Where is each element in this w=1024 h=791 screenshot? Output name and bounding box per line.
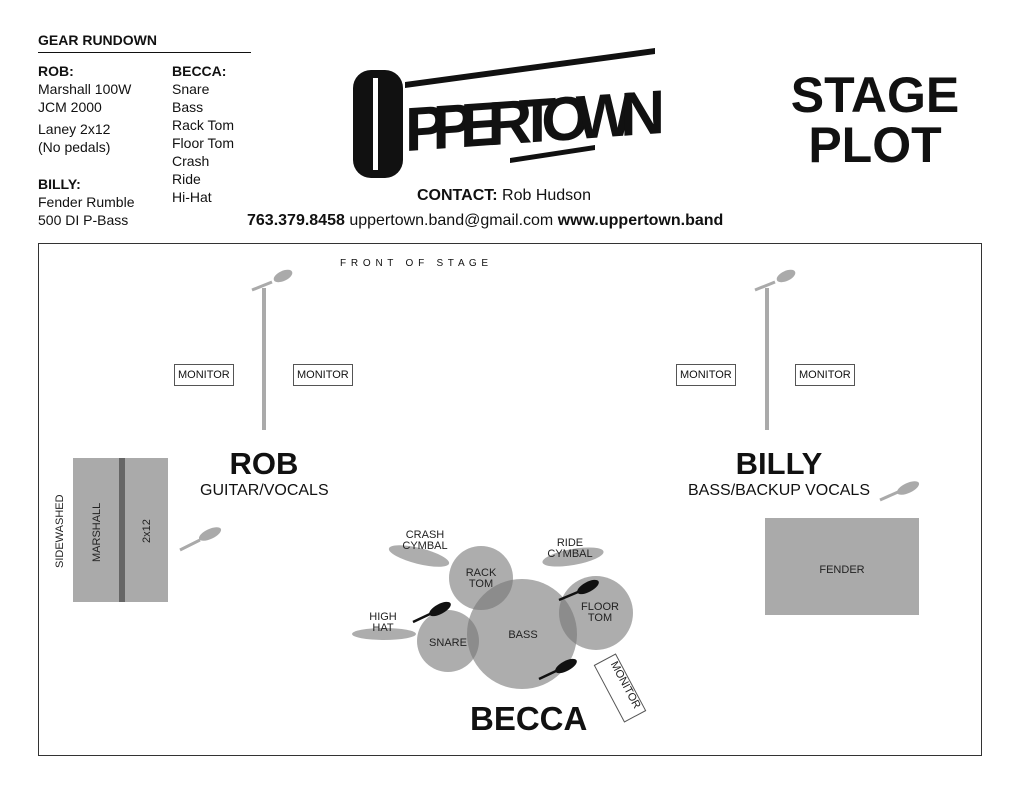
contact-website[interactable]: www.uppertown.band — [557, 212, 724, 229]
drum-kit — [352, 545, 633, 689]
amp-mic-icon — [179, 527, 222, 552]
stage-area — [38, 243, 982, 756]
billy-mic-stand-icon — [754, 269, 796, 430]
ride-cymbal — [542, 547, 604, 567]
contact-details: 763.379.8458 uppertown.band@gmail.com ww… — [247, 212, 723, 230]
rob-position: ROB GUITAR/VOCALS — [200, 446, 329, 500]
rob-monitor-right: MONITOR — [293, 364, 353, 386]
fender-amp — [765, 518, 919, 615]
rob-name: ROB — [229, 446, 299, 481]
gear-rundown-title: GEAR RUNDOWN — [38, 32, 157, 48]
contact-email[interactable]: uppertown.band@gmail.com — [349, 212, 554, 229]
gear-item: Fender Rumble — [38, 194, 135, 210]
becca-name: BECCA — [470, 700, 588, 737]
gear-rob-name: ROB: — [38, 63, 74, 79]
contact-label: CONTACT: — [417, 187, 498, 204]
gear-item: Crash — [172, 153, 210, 169]
cab-label: 2x12 — [141, 519, 153, 543]
gear-billy: BILLY: Fender Rumble 500 DI P-Bass — [38, 175, 135, 229]
hihat — [352, 628, 416, 640]
gear-item: 500 DI P-Bass — [38, 212, 129, 228]
snare — [417, 610, 479, 672]
title-line: PLOT — [808, 117, 942, 173]
stage-plot-title: STAGE PLOT — [770, 70, 980, 170]
billy-vocal-mic-icon — [879, 481, 920, 502]
marshall-label: MARSHALL — [91, 502, 103, 562]
divider — [38, 52, 251, 53]
gear-item: (No pedals) — [38, 139, 111, 155]
gear-item: Marshall 100W — [38, 81, 132, 97]
fender-label: FENDER — [819, 564, 865, 576]
billy-monitor-left: MONITOR — [676, 364, 736, 386]
gear-item: Ride — [172, 171, 201, 187]
crash-cymbal — [388, 545, 450, 567]
rob-monitor-left: MONITOR — [174, 364, 234, 386]
billy-name: BILLY — [735, 446, 823, 481]
amp-divider — [119, 458, 125, 602]
becca-monitor: MONITOR — [593, 653, 647, 723]
gear-becca-name: BECCA: — [172, 63, 227, 79]
gear-item: Snare — [172, 81, 210, 97]
rob-role: GUITAR/VOCALS — [200, 482, 329, 499]
gear-item: Rack Tom — [172, 117, 234, 133]
gear-item: JCM 2000 — [38, 99, 102, 115]
drum-mic-icon — [412, 579, 599, 681]
uppertown-logo: PPERTOWN — [353, 48, 665, 178]
gear-item: Laney 2x12 — [38, 121, 111, 137]
gear-billy-name: BILLY: — [38, 176, 81, 192]
snare-label: SNARE — [429, 637, 467, 649]
contact: CONTACT: Rob Hudson — [417, 187, 591, 205]
sidewashed-label: SIDEWASHED — [54, 494, 66, 568]
gear-rob: ROB: Marshall 100W JCM 2000 Laney 2x12 (… — [38, 62, 131, 156]
title-line: STAGE — [790, 67, 960, 123]
front-of-stage-label: F R O N T O F S T A G E — [340, 258, 490, 269]
bass-drum — [467, 579, 577, 689]
contact-name: Rob Hudson — [502, 187, 591, 204]
billy-monitor-right: MONITOR — [795, 364, 855, 386]
billy-role: BASS/BACKUP VOCALS — [688, 482, 870, 499]
gear-item: Bass — [172, 99, 204, 115]
bass-label: BASS — [508, 629, 538, 641]
billy-position: BILLY BASS/BACKUP VOCALS — [670, 446, 888, 500]
floor-tom — [559, 576, 633, 650]
contact-phone: 763.379.8458 — [247, 212, 345, 229]
gear-becca: BECCA: Snare Bass Rack Tom Floor Tom Cra… — [172, 62, 234, 206]
gear-item: Hi-Hat — [172, 189, 212, 205]
rob-mic-stand-icon — [251, 269, 293, 430]
gear-item: Floor Tom — [172, 135, 234, 151]
